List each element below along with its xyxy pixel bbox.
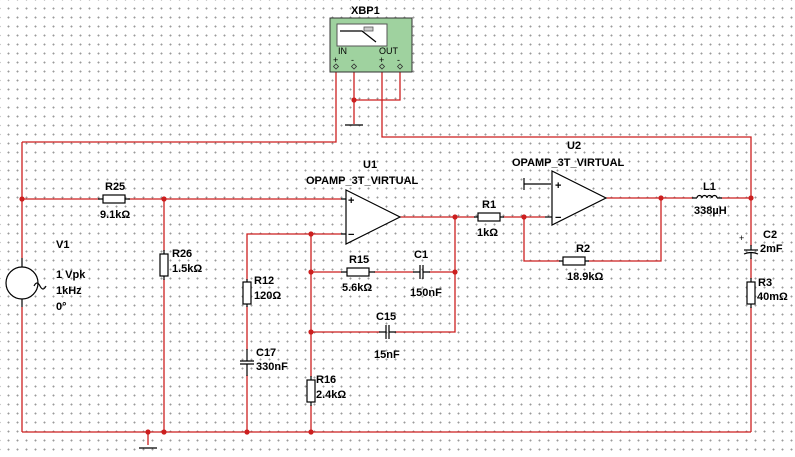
opamp-plus: + bbox=[555, 180, 561, 192]
bode-in-plus: + bbox=[333, 55, 338, 65]
resistor-value: 18.9kΩ bbox=[567, 271, 604, 283]
resistor-value: 40mΩ bbox=[757, 291, 788, 303]
resistor-value: 120Ω bbox=[254, 290, 281, 302]
source-amplitude: 1 Vpk bbox=[56, 269, 86, 281]
bode-out-plus: + bbox=[379, 55, 384, 65]
sine-wave-icon bbox=[33, 282, 47, 290]
bode-curve-icon bbox=[340, 30, 377, 43]
opamp-ref: U1 bbox=[363, 159, 377, 171]
capacitor-value: 330nF bbox=[256, 361, 288, 373]
coil-icon bbox=[696, 194, 718, 199]
polarity-plus-icon: + bbox=[739, 233, 744, 243]
source-circle-icon bbox=[5, 266, 39, 300]
capacitor-c2[interactable]: + C2 2mF bbox=[739, 229, 783, 259]
bode-screen-icon bbox=[336, 23, 388, 47]
resistor-ref: R1 bbox=[482, 199, 496, 211]
capacitor-ref: C15 bbox=[376, 311, 396, 323]
opamp-minus: − bbox=[348, 229, 354, 241]
resistor-r16[interactable]: R16 2.4kΩ bbox=[306, 374, 346, 406]
capacitor-ref: C2 bbox=[763, 229, 777, 241]
inductor-value: 338µH bbox=[694, 205, 727, 217]
resistor-r2[interactable]: R2 18.9kΩ bbox=[559, 243, 604, 283]
resistor-ref: R2 bbox=[576, 243, 590, 255]
capacitor-ref: C17 bbox=[256, 347, 276, 359]
capacitor-c15[interactable]: C15 15nF bbox=[374, 311, 400, 361]
capacitor-c17[interactable]: C17 330nF bbox=[240, 347, 288, 376]
bode-in-minus: - bbox=[351, 55, 354, 65]
opamp-u2[interactable]: + − U2 OPAMP_3T_VIRTUAL bbox=[512, 140, 625, 226]
ac-voltage-source-v1[interactable]: V1 1 Vpk 1kHz 0° bbox=[5, 239, 86, 313]
resistor-ref: R15 bbox=[349, 254, 369, 266]
resistor-ref: R12 bbox=[254, 275, 274, 287]
opamp-model: OPAMP_3T_VIRTUAL bbox=[512, 157, 625, 169]
capacitor-ref: C1 bbox=[414, 249, 428, 261]
resistor-value: 1kΩ bbox=[477, 227, 498, 239]
resistor-ref: R3 bbox=[758, 277, 772, 289]
inductor-l1[interactable]: L1 338µH bbox=[692, 181, 727, 217]
opamp-ref: U2 bbox=[567, 140, 581, 152]
resistor-r15[interactable]: R15 5.6kΩ bbox=[341, 254, 375, 294]
source-phase: 0° bbox=[56, 301, 67, 313]
opamp-plus: + bbox=[348, 195, 354, 207]
wires bbox=[21, 68, 752, 445]
capacitor-value: 150nF bbox=[410, 287, 442, 299]
resistor-value: 9.1kΩ bbox=[100, 209, 130, 221]
resistor-r25[interactable]: R25 9.1kΩ bbox=[98, 181, 130, 221]
bode-plotter-xbp1[interactable]: XBP1 IN OUT + - + - bbox=[329, 5, 413, 73]
capacitor-c1[interactable]: C1 150nF bbox=[410, 249, 442, 299]
resistor-value: 1.5kΩ bbox=[172, 263, 202, 275]
bode-out-label: OUT bbox=[379, 46, 399, 56]
resistor-ref: R26 bbox=[172, 248, 192, 260]
opamp-minus: − bbox=[555, 212, 561, 224]
resistor-r3[interactable]: R3 40mΩ bbox=[746, 277, 788, 308]
resistor-r12[interactable]: R12 120Ω bbox=[242, 275, 281, 307]
resistor-value: 2.4kΩ bbox=[316, 389, 346, 401]
opamp-u1[interactable]: + − U1 OPAMP_3T_VIRTUAL bbox=[306, 159, 419, 245]
opamp-model: OPAMP_3T_VIRTUAL bbox=[306, 175, 419, 187]
bode-in-label: IN bbox=[338, 46, 347, 56]
bode-plotter-ref: XBP1 bbox=[351, 5, 380, 17]
capacitor-value: 2mF bbox=[760, 243, 783, 255]
capacitor-value: 15nF bbox=[374, 349, 400, 361]
resistor-ref: R25 bbox=[105, 181, 125, 193]
inductor-ref: L1 bbox=[703, 181, 716, 193]
resistor-r26[interactable]: R26 1.5kΩ bbox=[159, 248, 202, 280]
bode-out-minus: - bbox=[397, 55, 400, 65]
source-ref: V1 bbox=[56, 239, 69, 251]
resistor-value: 5.6kΩ bbox=[342, 282, 372, 294]
resistor-r1[interactable]: R1 1kΩ bbox=[474, 199, 504, 239]
resistor-ref: R16 bbox=[316, 374, 336, 386]
junction-dots bbox=[19, 97, 754, 435]
source-frequency: 1kHz bbox=[56, 285, 82, 297]
